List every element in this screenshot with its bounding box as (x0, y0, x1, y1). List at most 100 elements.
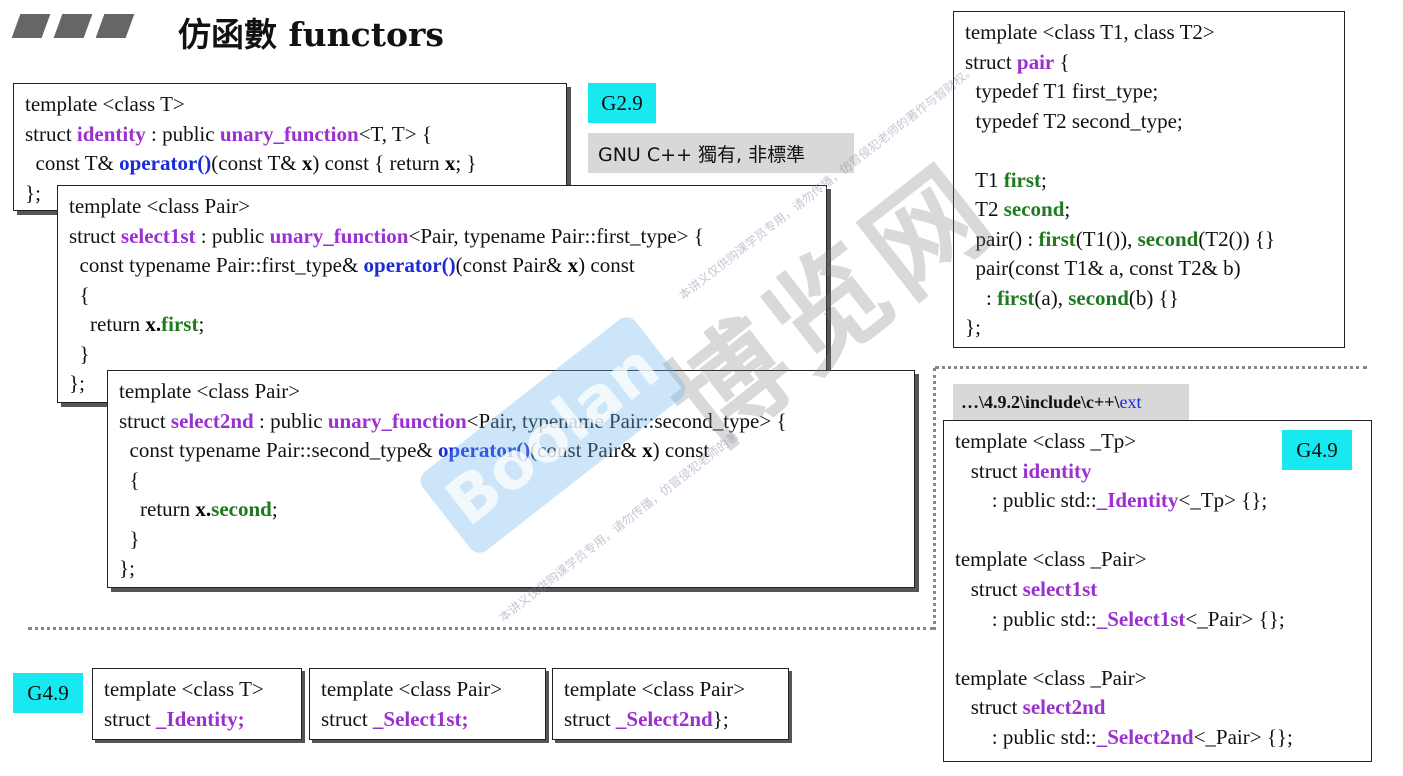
title-decoration-2 (53, 14, 93, 38)
code-token: : public (253, 408, 328, 433)
code-token: template <class T> (104, 677, 264, 701)
code-line: const typename Pair::second_type& operat… (119, 436, 904, 466)
code-token: ) const (578, 253, 635, 277)
ext-path-dir: ext (1119, 391, 1142, 412)
code-token: _Select2nd (615, 706, 713, 731)
code-token: ; (1041, 167, 1047, 192)
code-token: select2nd (1022, 695, 1106, 720)
code-token: template <class Pair> (564, 677, 746, 701)
code-token: <Pair, typename Pair::second_type> { (466, 408, 787, 433)
code-line: struct _Select1st; (321, 705, 535, 735)
code-token: return (69, 312, 146, 336)
ext-code-box: template <class _Tp> struct identity : p… (943, 420, 1372, 762)
version-tag-g29: G2.9 (588, 83, 656, 123)
code-token: identity (76, 121, 146, 146)
code-token: first (997, 285, 1035, 310)
code-token: const typename Pair::first_type& (69, 253, 364, 277)
code-line: template <class T> (104, 675, 291, 705)
code-token: struct (25, 121, 77, 146)
code-line: template <class T> (25, 90, 556, 120)
code-token: { (69, 282, 90, 307)
code-token: : public std:: (955, 606, 1097, 631)
identity-decl-box: template <class T> struct _Identity; (92, 668, 302, 740)
code-token: struct (321, 706, 373, 731)
code-line: : public std::_Identity<_Tp> {}; (955, 486, 1361, 516)
code-line: pair(const T1& a, const T2& b) (965, 254, 1334, 284)
code-token: struct (119, 408, 171, 433)
code-line: T1 first; (965, 166, 1334, 196)
code-token: identity (1022, 458, 1092, 483)
code-line: : public std::_Select1st<_Pair> {}; (955, 605, 1361, 635)
code-token: template <class T1, class T2> (965, 20, 1215, 44)
code-line: struct select2nd (955, 693, 1361, 723)
code-line: template <class Pair> (321, 675, 535, 705)
code-token: : public std:: (955, 488, 1097, 513)
separator-bottom-left (28, 627, 934, 630)
code-token: second (211, 497, 272, 521)
code-token: pair(const T1& a, const T2& b) (965, 256, 1241, 280)
code-token: struct (104, 706, 156, 731)
code-token: pair() : (965, 226, 1039, 251)
code-token: _Identity; (155, 706, 245, 731)
code-token: (a), (1034, 285, 1069, 310)
code-token: } (69, 341, 90, 366)
code-token: unary_function (269, 223, 409, 248)
code-token: (const Pair& (530, 438, 643, 462)
code-line (955, 516, 1361, 546)
code-line: }; (25, 179, 556, 209)
code-token: <_Tp> {}; (1178, 488, 1268, 513)
code-token: template <class _Tp> (955, 429, 1137, 453)
code-line: template <class _Pair> (955, 545, 1361, 575)
code-token: pair (1016, 49, 1055, 74)
code-token: : (965, 285, 998, 310)
code-token: unary_function (327, 408, 467, 433)
code-token: select2nd (170, 408, 254, 433)
select2nd-code-box: template <class Pair>struct select2nd : … (107, 370, 915, 588)
code-token: { (119, 467, 140, 492)
version-tag-g49-bottom: G4.9 (13, 673, 83, 713)
code-token: <_Pair> {}; (1185, 606, 1285, 631)
code-token: T2 (965, 197, 1004, 221)
code-token: first (1003, 167, 1042, 192)
code-token: first (161, 312, 199, 336)
code-line: template <class Pair> (69, 192, 816, 222)
code-line: return x.first; (69, 310, 816, 340)
code-line: { (119, 466, 904, 496)
code-token: ; } (455, 151, 477, 175)
code-token: const typename Pair::second_type& (119, 438, 439, 462)
select1st-code-box: template <class Pair>struct select1st : … (57, 185, 827, 403)
code-line: T2 second; (965, 195, 1334, 225)
code-token: }; (25, 180, 41, 205)
code-token: _Select1st (1096, 606, 1186, 631)
code-token: (const T& (211, 151, 302, 175)
code-line: struct _Identity; (104, 705, 291, 735)
code-token: ) const { return (312, 151, 445, 175)
code-line: : first(a), second(b) {} (965, 284, 1334, 314)
code-token: typedef T1 first_type; (965, 79, 1159, 103)
code-token: <T, T> { (358, 121, 432, 146)
code-token: x. (145, 312, 162, 336)
code-token (965, 138, 970, 162)
code-token: select1st (120, 223, 196, 248)
code-line: return x.second; (119, 495, 904, 525)
code-token: : public std:: (955, 724, 1097, 749)
code-line: }; (119, 554, 904, 584)
code-line: typedef T1 first_type; (965, 77, 1334, 107)
code-token: operator() (438, 438, 531, 462)
code-token: ) const (652, 438, 710, 462)
code-line: template <class T1, class T2> (965, 18, 1334, 48)
code-line (965, 136, 1334, 166)
code-token: }; (69, 371, 85, 395)
code-line: struct select1st : public unary_function… (69, 222, 816, 252)
code-token: _Identity (1096, 488, 1179, 513)
code-token: x (444, 151, 456, 175)
code-line: : public std::_Select2nd<_Pair> {}; (955, 723, 1361, 753)
code-token: unary_function (219, 121, 359, 146)
code-token: ; (271, 497, 278, 521)
code-token (955, 518, 960, 542)
separator-vertical (933, 368, 936, 630)
title-decoration-1 (11, 14, 51, 38)
code-token: (T1()), (1075, 226, 1138, 251)
code-token: return (119, 497, 196, 521)
gnu-only-note: GNU C++ 獨有, 非標準 (588, 133, 854, 173)
